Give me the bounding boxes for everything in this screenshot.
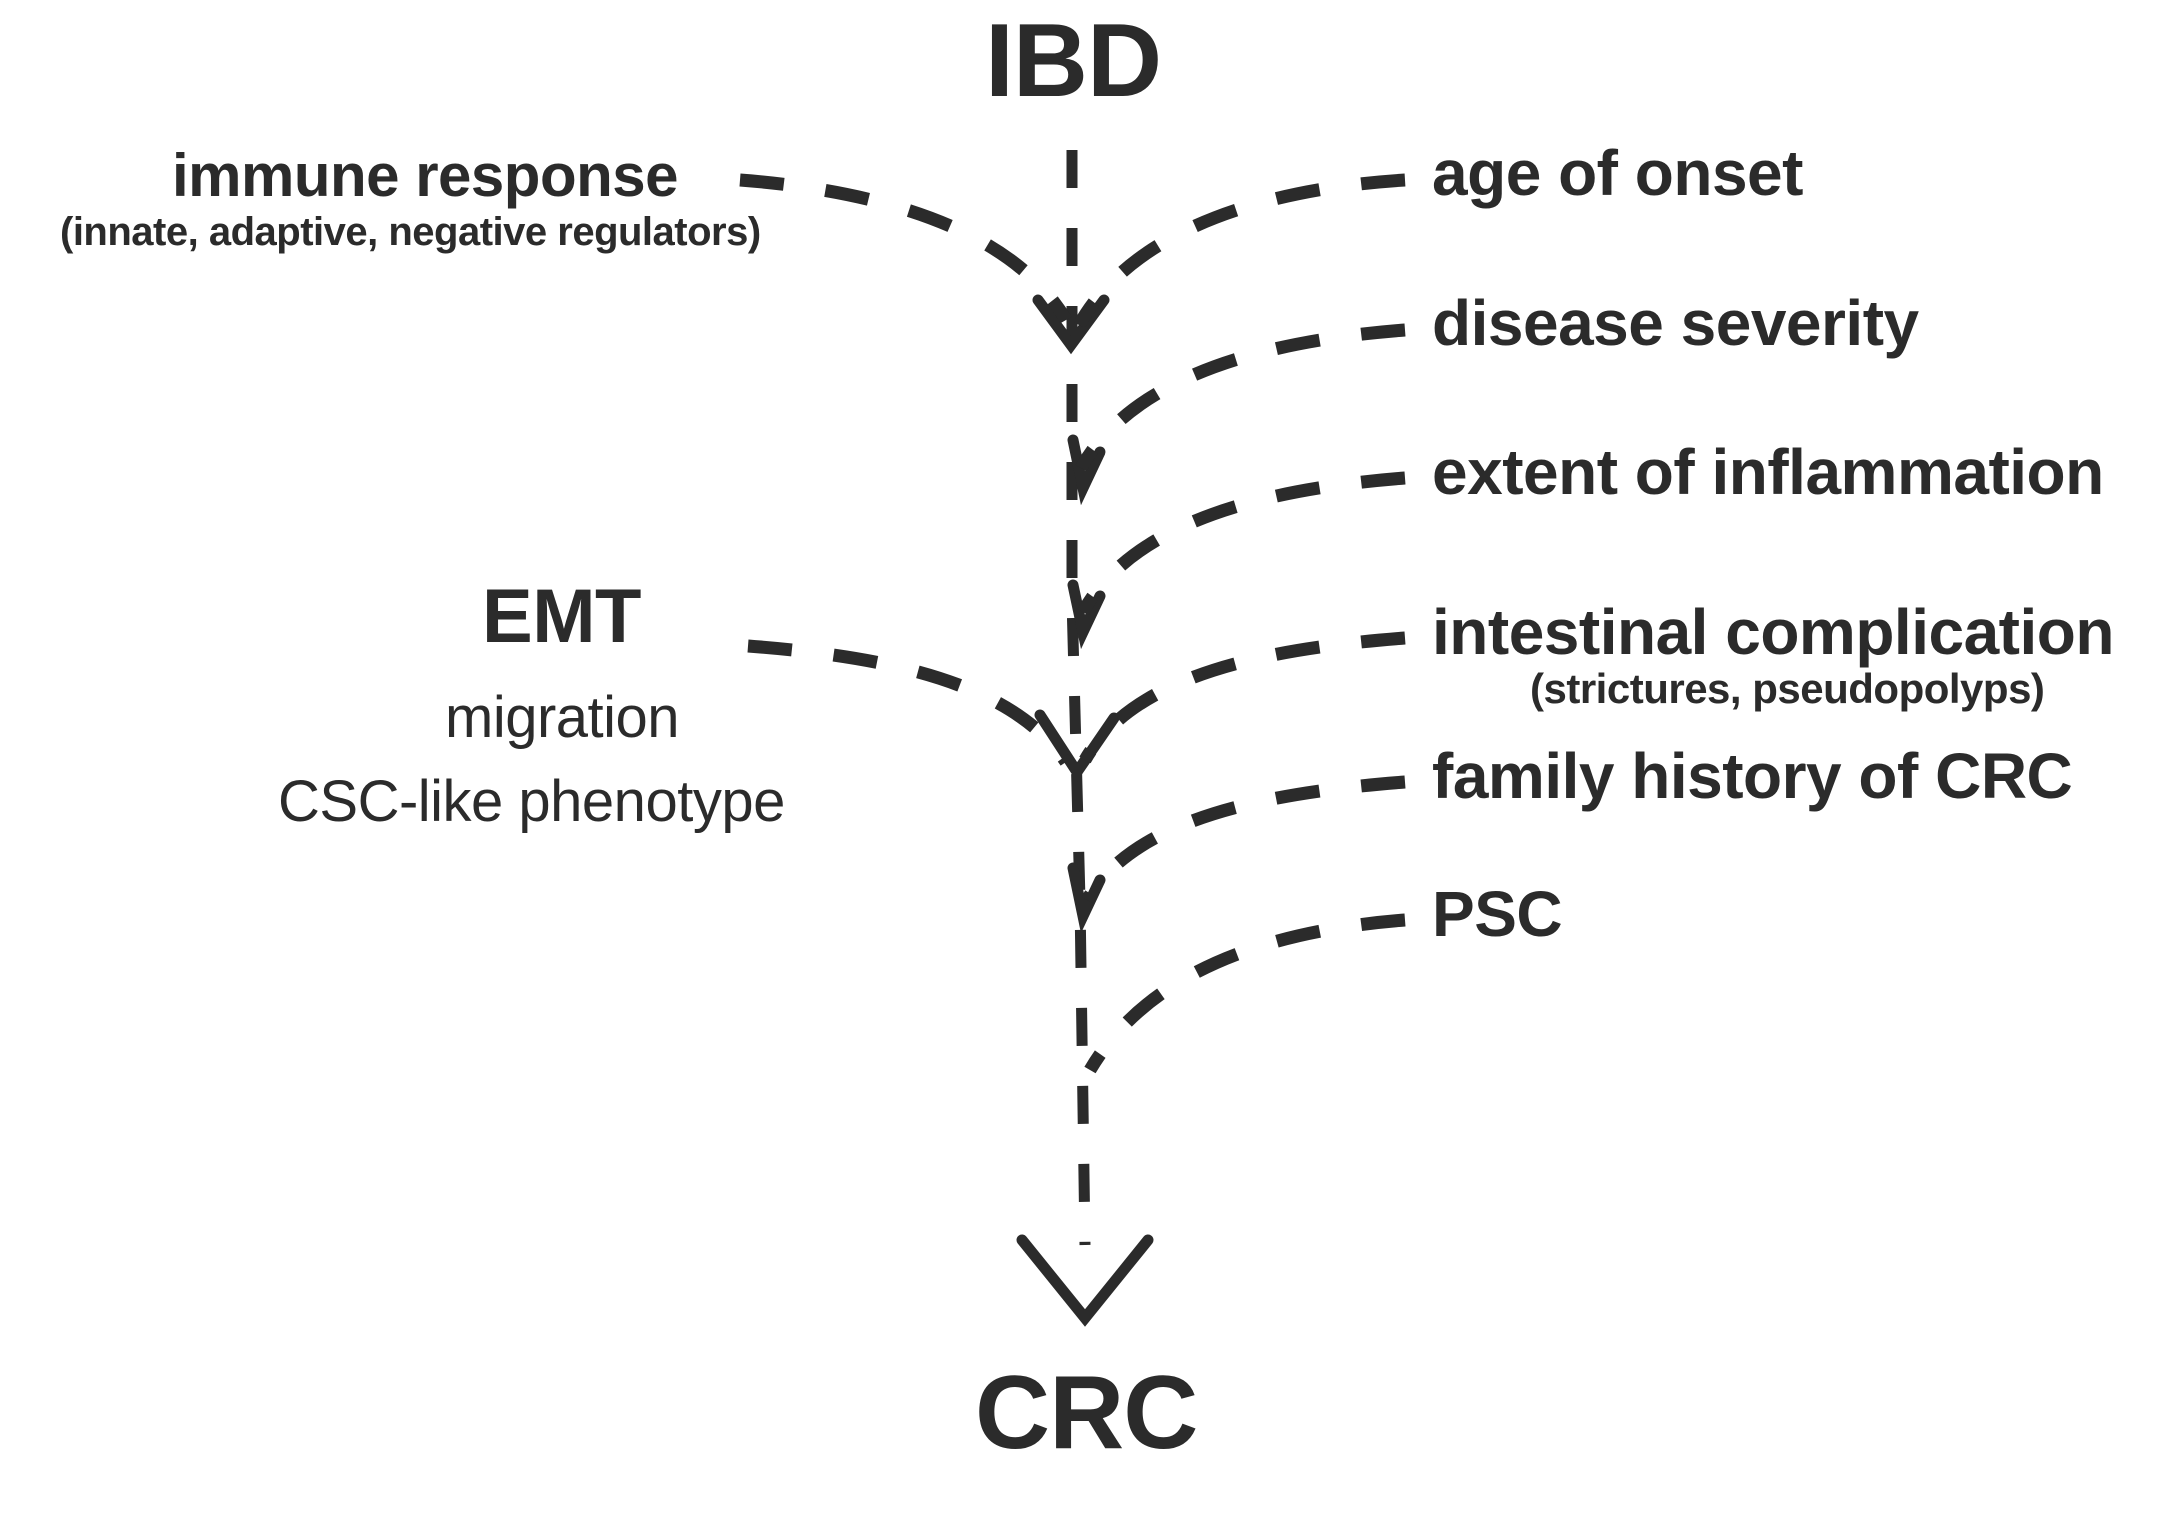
- arrowhead-3: [1067, 579, 1106, 650]
- arrowhead-2: [1067, 434, 1106, 506]
- arrowhead-1: [1032, 294, 1110, 355]
- label-emt-csc-phenotype: CSC-like phenotype: [278, 769, 785, 834]
- sublabel-immune-response: (innate, adaptive, negative regulators): [60, 210, 761, 254]
- node-crc: CRC: [975, 1355, 1198, 1471]
- sublabel-intestinal-complication: (strictures, pseudopolyps): [1530, 665, 2045, 712]
- connector-family-history: [1081, 775, 1406, 904]
- connector-psc: [1084, 913, 1406, 1074]
- label-emt-migration: migration: [445, 685, 680, 750]
- label-extent-of-inflammation: extent of inflammation: [1432, 436, 2104, 508]
- connector-extent-of-inflammation: [1077, 471, 1406, 616]
- label-psc: PSC: [1432, 878, 1563, 950]
- label-disease-severity: disease severity: [1432, 287, 1919, 359]
- arrowhead-5: [1067, 862, 1106, 934]
- node-ibd: IBD: [985, 3, 1162, 119]
- label-family-history-of-crc: family history of CRC: [1432, 740, 2073, 812]
- arrowhead-4: [1034, 709, 1120, 782]
- label-immune-response: immune response: [172, 142, 679, 209]
- label-age-of-onset: age of onset: [1432, 137, 1803, 209]
- connector-emt: [747, 639, 1072, 766]
- connector-intestinal-complication: [1079, 631, 1406, 764]
- label-emt: EMT: [482, 574, 641, 659]
- label-intestinal-complication: intestinal complication: [1432, 596, 2114, 668]
- connector-disease-severity: [1075, 323, 1406, 472]
- connector-age-of-onset: [1073, 173, 1406, 329]
- arrowhead-crc: [1016, 1234, 1154, 1327]
- connector-immune-response: [739, 173, 1072, 324]
